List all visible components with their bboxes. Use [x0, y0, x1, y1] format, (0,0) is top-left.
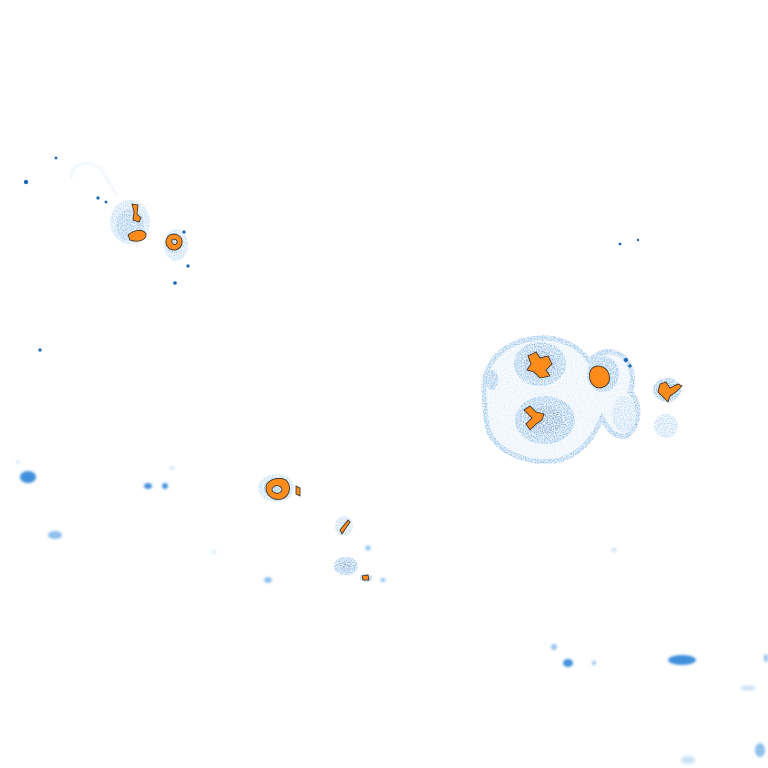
peak-regions-right: [523, 351, 683, 431]
intensity-blob: [654, 414, 678, 438]
speckle-dots-top-left: [23, 156, 190, 352]
peak-region: [523, 405, 545, 431]
blob-cluster-lower-middle: [258, 474, 372, 582]
peak-region: [165, 233, 183, 251]
peak-regions-lower-middle: [265, 478, 370, 581]
intensity-blob: [486, 370, 498, 390]
peak-region: [526, 351, 553, 379]
intensity-blob: [612, 396, 636, 432]
peak-region: [361, 574, 370, 581]
peak-region: [657, 381, 683, 403]
scattered-specks: [16, 460, 768, 764]
peak-region: [295, 485, 301, 497]
peak-region: [589, 365, 610, 389]
peak-region: [131, 203, 142, 223]
intensity-blob: [339, 561, 353, 571]
peak-region: [127, 229, 147, 242]
faint-ring: [70, 162, 120, 197]
peak-region: [339, 519, 351, 535]
blob-cluster-right: [481, 238, 683, 465]
cluster-rim: [481, 335, 641, 465]
peak-region: [265, 478, 290, 500]
peak-regions-top-left: [127, 203, 183, 251]
